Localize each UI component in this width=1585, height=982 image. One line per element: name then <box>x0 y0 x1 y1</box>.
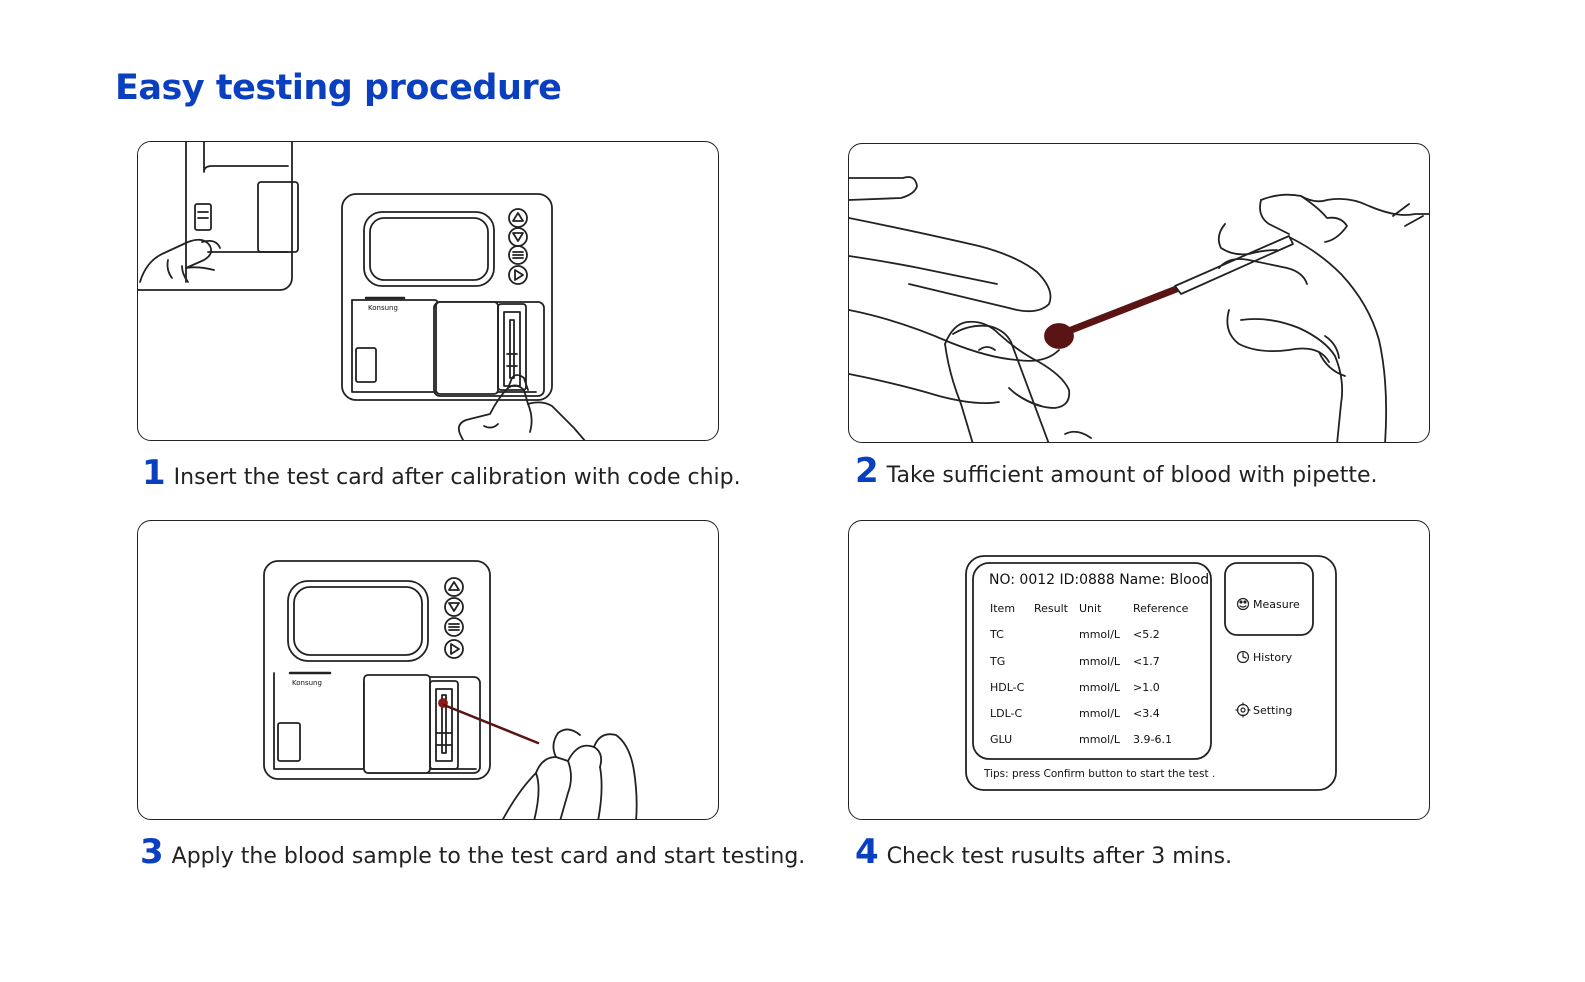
row-reference: >1.0 <box>1133 681 1160 694</box>
menu-history-label: History <box>1253 651 1293 664</box>
step-4-text: Check test rusults after 3 mins. <box>886 844 1233 869</box>
step-1-caption: 1 Insert the test card after calibration… <box>142 456 741 490</box>
row-unit: mmol/L <box>1079 733 1121 746</box>
gear-icon <box>1235 702 1251 718</box>
step-2-caption: 2 Take sufficient amount of blood with p… <box>855 454 1377 488</box>
row-item: TC <box>989 628 1004 641</box>
step-2-text: Take sufficient amount of blood with pip… <box>886 463 1378 488</box>
measure-menu-box <box>1224 562 1314 636</box>
row-reference: <1.7 <box>1133 655 1160 668</box>
row-unit: mmol/L <box>1079 628 1121 641</box>
step-2-number: 2 <box>855 451 879 491</box>
row-reference: <3.4 <box>1133 707 1160 720</box>
step-3-text: Apply the blood sample to the test card … <box>171 844 806 869</box>
device-brand-label: Konsung <box>292 679 322 687</box>
row-item: TG <box>989 655 1005 668</box>
row-reference: <5.2 <box>1133 628 1160 641</box>
step-4-illustration: NO: 0012 ID:0888 Name: Blood Item Result… <box>848 520 1430 820</box>
hand-with-finger <box>849 176 1092 442</box>
measure-icon <box>1236 597 1250 611</box>
device-screen-frame <box>965 555 1337 791</box>
step-3-number: 3 <box>140 832 164 872</box>
row-item: HDL-C <box>990 681 1025 694</box>
row-unit: mmol/L <box>1079 707 1121 720</box>
step-3-caption: 3 Apply the blood sample to the test car… <box>140 835 805 869</box>
device-brand-label: Konsung <box>368 304 398 312</box>
analyzer-device <box>263 560 491 780</box>
step-1-illustration: Konsung <box>137 141 719 441</box>
col-unit: Unit <box>1079 602 1102 615</box>
col-result: Result <box>1034 602 1069 615</box>
row-item: LDL-C <box>990 707 1023 720</box>
row-unit: mmol/L <box>1079 681 1121 694</box>
row-item: GLU <box>990 733 1012 746</box>
inset-code-chip-detail <box>138 142 299 291</box>
page-title: Easy testing procedure <box>115 68 562 108</box>
menu-setting-label: Setting <box>1253 704 1292 717</box>
analyzer-device <box>341 193 553 401</box>
menu-measure-label: Measure <box>1253 598 1300 611</box>
row-unit: mmol/L <box>1079 655 1121 668</box>
hand-holding-pipette <box>1217 193 1429 442</box>
clock-icon <box>1236 650 1250 664</box>
step-2-illustration <box>848 143 1430 443</box>
screen-tips: Tips: press Confirm button to start the … <box>983 768 1215 780</box>
step-1-text: Insert the test card after calibration w… <box>173 465 741 490</box>
pipette <box>442 703 540 745</box>
row-reference: 3.9-6.1 <box>1133 733 1172 746</box>
hand-inserting-card <box>457 374 586 440</box>
step-4-number: 4 <box>855 832 879 872</box>
step-4-caption: 4 Check test rusults after 3 mins. <box>855 835 1232 869</box>
step-1-number: 1 <box>142 453 166 493</box>
col-item: Item <box>990 602 1015 615</box>
col-reference: Reference <box>1133 602 1189 615</box>
screen-header: NO: 0012 ID:0888 Name: Blood <box>989 572 1209 588</box>
results-table-frame <box>972 562 1212 760</box>
hand-applying-sample <box>502 728 638 819</box>
step-3-illustration: Konsung <box>137 520 719 820</box>
